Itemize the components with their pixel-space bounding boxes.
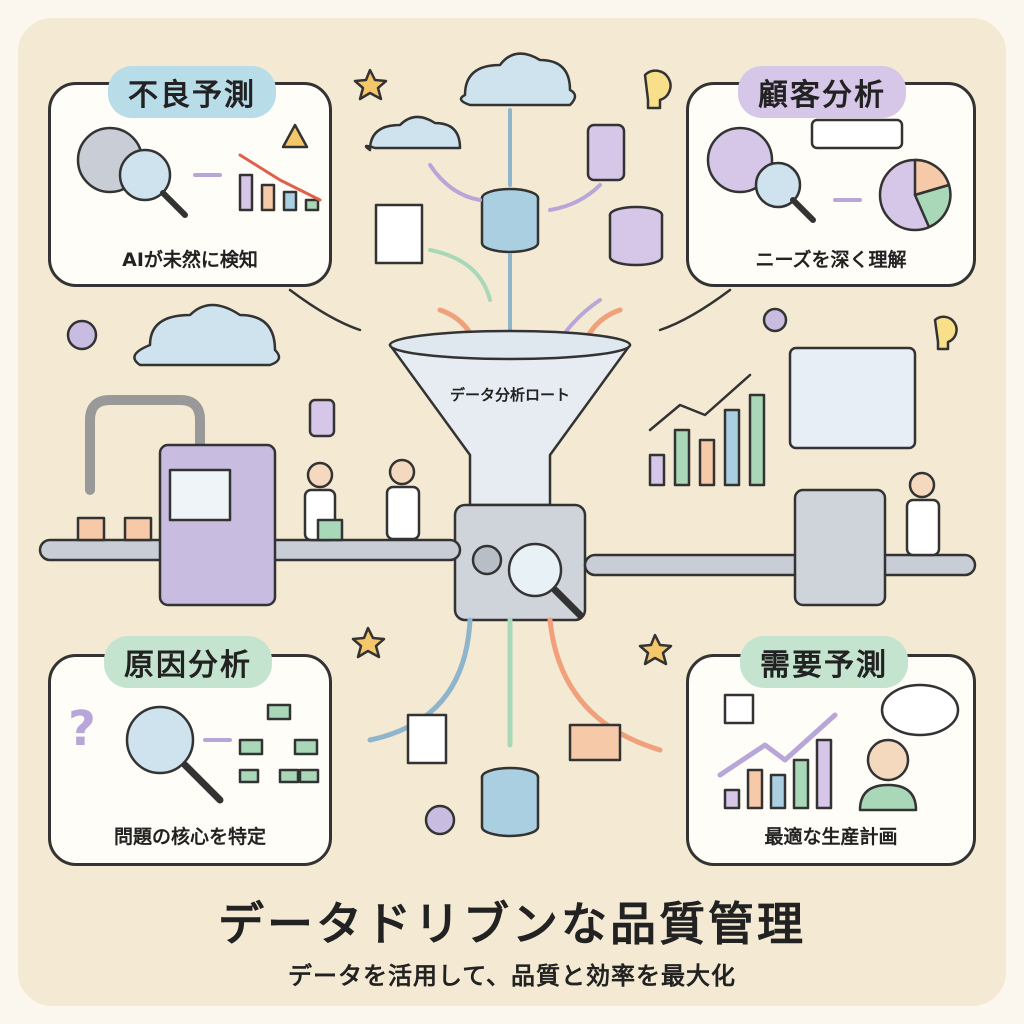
wireless-sensor-icon: [308, 398, 336, 438]
flowchart-icon: [238, 703, 320, 784]
database-icon: [608, 205, 664, 267]
document-icon: [374, 203, 424, 265]
magnifier-icon: [754, 161, 802, 209]
gear-icon: [762, 307, 788, 333]
database-icon: [480, 187, 540, 254]
page-subtitle: データを活用して、品質と効率を最大化: [287, 962, 737, 990]
magnifier-icon: [125, 705, 195, 775]
magnifier-icon: [507, 542, 563, 598]
conveyor-belt-right: [583, 553, 977, 577]
gear-icon: [66, 319, 98, 351]
panel-label-demand-forecast: 需要予測: [740, 636, 908, 688]
planner-avatar-icon: [866, 738, 910, 782]
lightbulb-icon: [933, 315, 958, 351]
bar-chart: [648, 373, 766, 487]
worker-icon: [388, 458, 416, 486]
panel-label-defect-prediction: 不良予測: [108, 66, 276, 118]
worker-icon: [908, 471, 936, 499]
question-mark-icon: ?: [68, 701, 96, 757]
magnifier-icon: [118, 148, 172, 202]
panel-label-root-cause-analysis: 原因分析: [104, 636, 272, 688]
panel-caption: ニーズを深く理解: [755, 249, 907, 271]
funnel-label: データ分析ロート: [449, 386, 570, 404]
review-stars-bubble: [810, 118, 904, 150]
cloud-icon: [133, 303, 281, 367]
database-icon: [480, 766, 540, 838]
customer-avatar-icon: [706, 126, 774, 194]
page-title: データドリブンな品質管理: [218, 897, 806, 951]
panel-caption: 問題の核心を特定: [113, 826, 266, 848]
calendar-icon: [723, 693, 755, 725]
declining-chart-icon: [238, 153, 322, 212]
document-icon: [406, 713, 448, 765]
star-icon: [353, 68, 388, 101]
chart-document-icon: [568, 723, 622, 762]
gear-icon: [424, 804, 456, 836]
rising-chart-icon: [717, 712, 838, 810]
gear-icon: [471, 544, 503, 576]
monitor-icon: [788, 346, 917, 450]
panel-caption: AIが未然に検知: [122, 249, 258, 271]
warning-icon: [281, 123, 309, 149]
lightbulb-icon: [643, 69, 672, 110]
worker-icon: [306, 461, 334, 489]
star-icon: [351, 626, 386, 659]
panel-label-customer-analysis: 顧客分析: [738, 66, 906, 118]
device-icon: [586, 123, 626, 182]
panel-caption: 最適な生産計画: [764, 826, 898, 848]
cloud-icon: [364, 115, 462, 152]
star-icon: [638, 633, 673, 666]
inspection-machine: [793, 488, 887, 607]
funnel-icon: [388, 343, 632, 507]
thought-bubble-icon: [880, 683, 960, 737]
cloud-icon: [459, 52, 577, 107]
